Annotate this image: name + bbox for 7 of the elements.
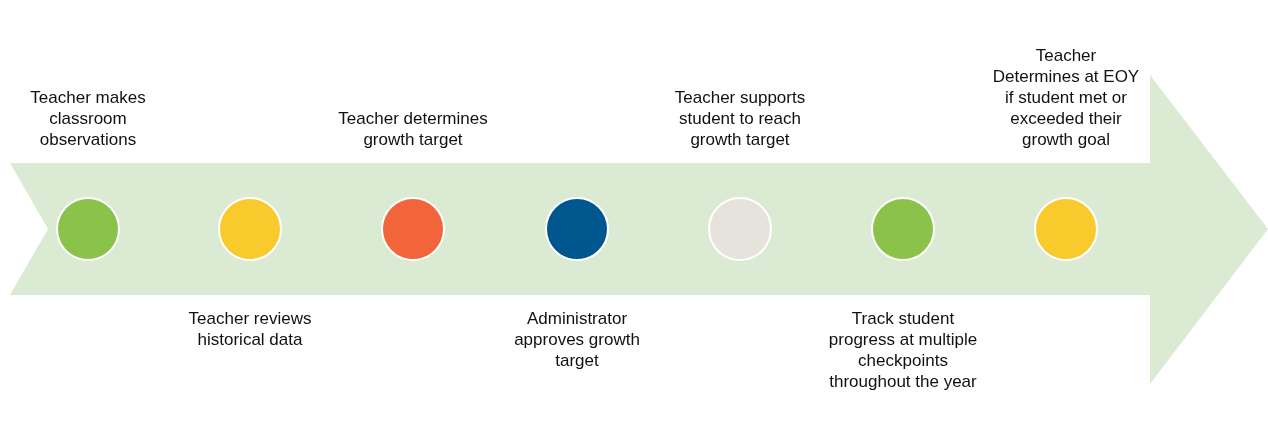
step-caption: Teacher makes classroom observations	[29, 87, 147, 150]
step-caption: Track student progress at multiple checkpoints throughout the year	[828, 308, 978, 392]
step-caption: Teacher Determines at EOY if student met or exceeded their growth goal	[991, 45, 1141, 150]
step-caption: Administrator approves growth target	[513, 308, 641, 371]
step-caption: Teacher supports student to reach growth target	[673, 87, 807, 150]
step-caption: Teacher determines growth target	[338, 108, 488, 150]
step-caption: Teacher reviews historical data	[187, 308, 313, 350]
